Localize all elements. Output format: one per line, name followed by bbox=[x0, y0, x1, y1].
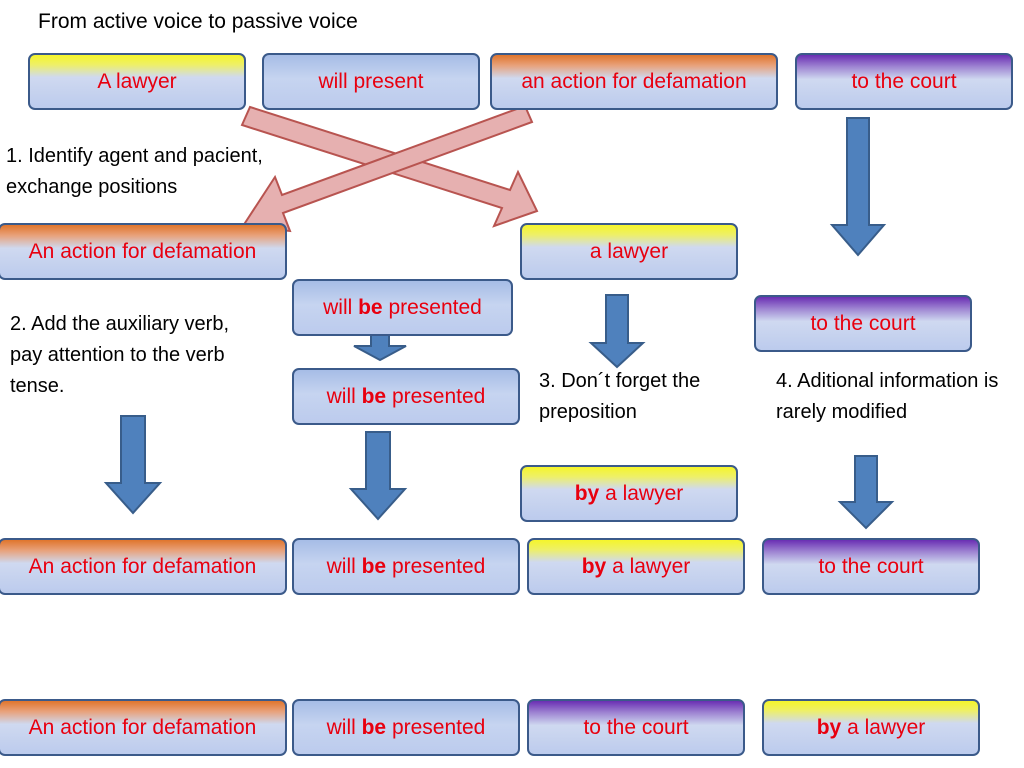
active-complement-box: to the court bbox=[795, 53, 1013, 110]
verb-aux: be bbox=[361, 715, 387, 739]
step3-note: 3. Don´t forget the preposition bbox=[539, 370, 701, 423]
verb-post: presented bbox=[386, 554, 486, 578]
down-arrow-subject-icon bbox=[103, 415, 163, 515]
step3-agent-box: by a lawyer bbox=[520, 465, 738, 522]
down-arrow-complement-icon bbox=[829, 117, 887, 257]
step2-verb-bottom-box: will be presented bbox=[292, 368, 520, 425]
step2-verb-top-box: will be presented bbox=[292, 279, 513, 336]
result2-verb-box: will be presented bbox=[292, 699, 520, 756]
result1-complement-box: to the court bbox=[762, 538, 980, 595]
cross-arrow-object-icon bbox=[241, 104, 534, 233]
down-arrow-agent-icon bbox=[588, 294, 646, 369]
down-arrow-verb-small-icon bbox=[353, 334, 407, 362]
preposition: by bbox=[581, 554, 607, 578]
result2-complement-box: to the court bbox=[527, 699, 745, 756]
agent-text: a lawyer bbox=[606, 554, 691, 578]
preposition: by bbox=[574, 481, 600, 505]
verb-pre: will bbox=[326, 384, 362, 408]
step2-note: 2. Add the auxiliary verb, pay attention… bbox=[10, 313, 230, 397]
result1-agent-box: by a lawyer bbox=[527, 538, 745, 595]
verb-aux: be bbox=[361, 554, 387, 578]
verb-post: presented bbox=[386, 384, 486, 408]
active-verb-box: will present bbox=[262, 53, 480, 110]
verb-aux: be bbox=[358, 295, 383, 319]
step4-note: 4. Aditional information is rarely modif… bbox=[776, 370, 999, 423]
verb-aux: be bbox=[361, 384, 387, 408]
active-object-box: an action for defamation bbox=[490, 53, 778, 110]
step1-agent-box: a lawyer bbox=[520, 223, 738, 280]
down-arrow-complement-2-icon bbox=[837, 455, 895, 530]
verb-pre: will bbox=[323, 295, 359, 319]
active-agent-box: A lawyer bbox=[28, 53, 246, 110]
verb-pre: will bbox=[326, 715, 362, 739]
verb-post: presented bbox=[382, 295, 482, 319]
verb-post: presented bbox=[386, 715, 486, 739]
result1-subject-box: An action for defamation bbox=[0, 538, 287, 595]
down-arrows-group bbox=[103, 117, 895, 530]
preposition: by bbox=[816, 715, 842, 739]
down-arrow-verb-icon bbox=[348, 431, 408, 521]
result1-verb-box: will be presented bbox=[292, 538, 520, 595]
agent-text: a lawyer bbox=[599, 481, 684, 505]
result2-subject-box: An action for defamation bbox=[0, 699, 287, 756]
step1-note: 1. Identify agent and pacient, exchange … bbox=[6, 145, 263, 198]
agent-text: a lawyer bbox=[841, 715, 926, 739]
verb-pre: will bbox=[326, 554, 362, 578]
step4-complement-box: to the court bbox=[754, 295, 972, 352]
step1-subject-box: An action for defamation bbox=[0, 223, 287, 280]
result2-agent-box: by a lawyer bbox=[762, 699, 980, 756]
page-title: From active voice to passive voice bbox=[38, 10, 358, 33]
